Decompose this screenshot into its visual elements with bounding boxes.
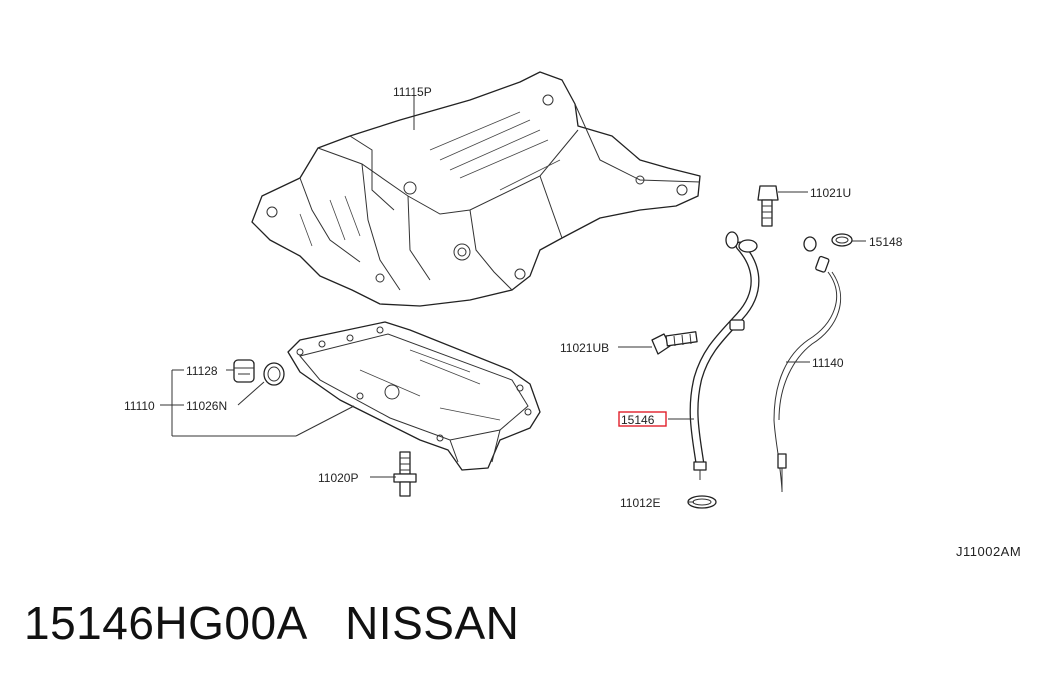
callout-oring-gauge: 15148 bbox=[869, 235, 903, 249]
callout-guide-tube: 15146 bbox=[621, 413, 655, 427]
drain-plug bbox=[233, 359, 255, 383]
callout-washer: 11026N bbox=[186, 399, 227, 413]
drain-washer bbox=[263, 362, 285, 386]
stud-bolt bbox=[393, 451, 417, 497]
callout-lower-pan-group: 11110 bbox=[124, 399, 155, 413]
callout-bolt-u: 11021U bbox=[810, 186, 851, 200]
callout-oring-tube: 11012E bbox=[620, 496, 660, 510]
callout-drain-plug: 11128 bbox=[186, 364, 218, 378]
part-number: 15146HG00A bbox=[24, 597, 306, 649]
parts-diagram: 11115P 11021U 15148 11021UB 11140 11128 … bbox=[124, 71, 1021, 559]
callout-stud-bolt: 11020P bbox=[318, 471, 358, 485]
guide-tube-highlight-box bbox=[618, 411, 667, 427]
lower-oil-pan bbox=[287, 321, 541, 471]
callout-upper-pan: 11115P bbox=[393, 85, 432, 99]
drawing-code: J11002AM bbox=[956, 544, 1021, 559]
dipstick-guide-tube bbox=[689, 231, 760, 480]
callout-dipstick: 11140 bbox=[812, 356, 844, 370]
upper-oil-pan bbox=[251, 71, 701, 307]
bolt-ub bbox=[651, 331, 698, 355]
oil-dipstick bbox=[773, 236, 842, 492]
leader-lines bbox=[160, 96, 866, 503]
oring-gauge bbox=[831, 233, 853, 247]
brand-name: NISSAN bbox=[345, 597, 520, 649]
part-caption: 15146HG00A NISSAN bbox=[24, 596, 519, 650]
bolt-u bbox=[757, 185, 779, 227]
callout-bolt-ub: 11021UB bbox=[560, 341, 609, 355]
